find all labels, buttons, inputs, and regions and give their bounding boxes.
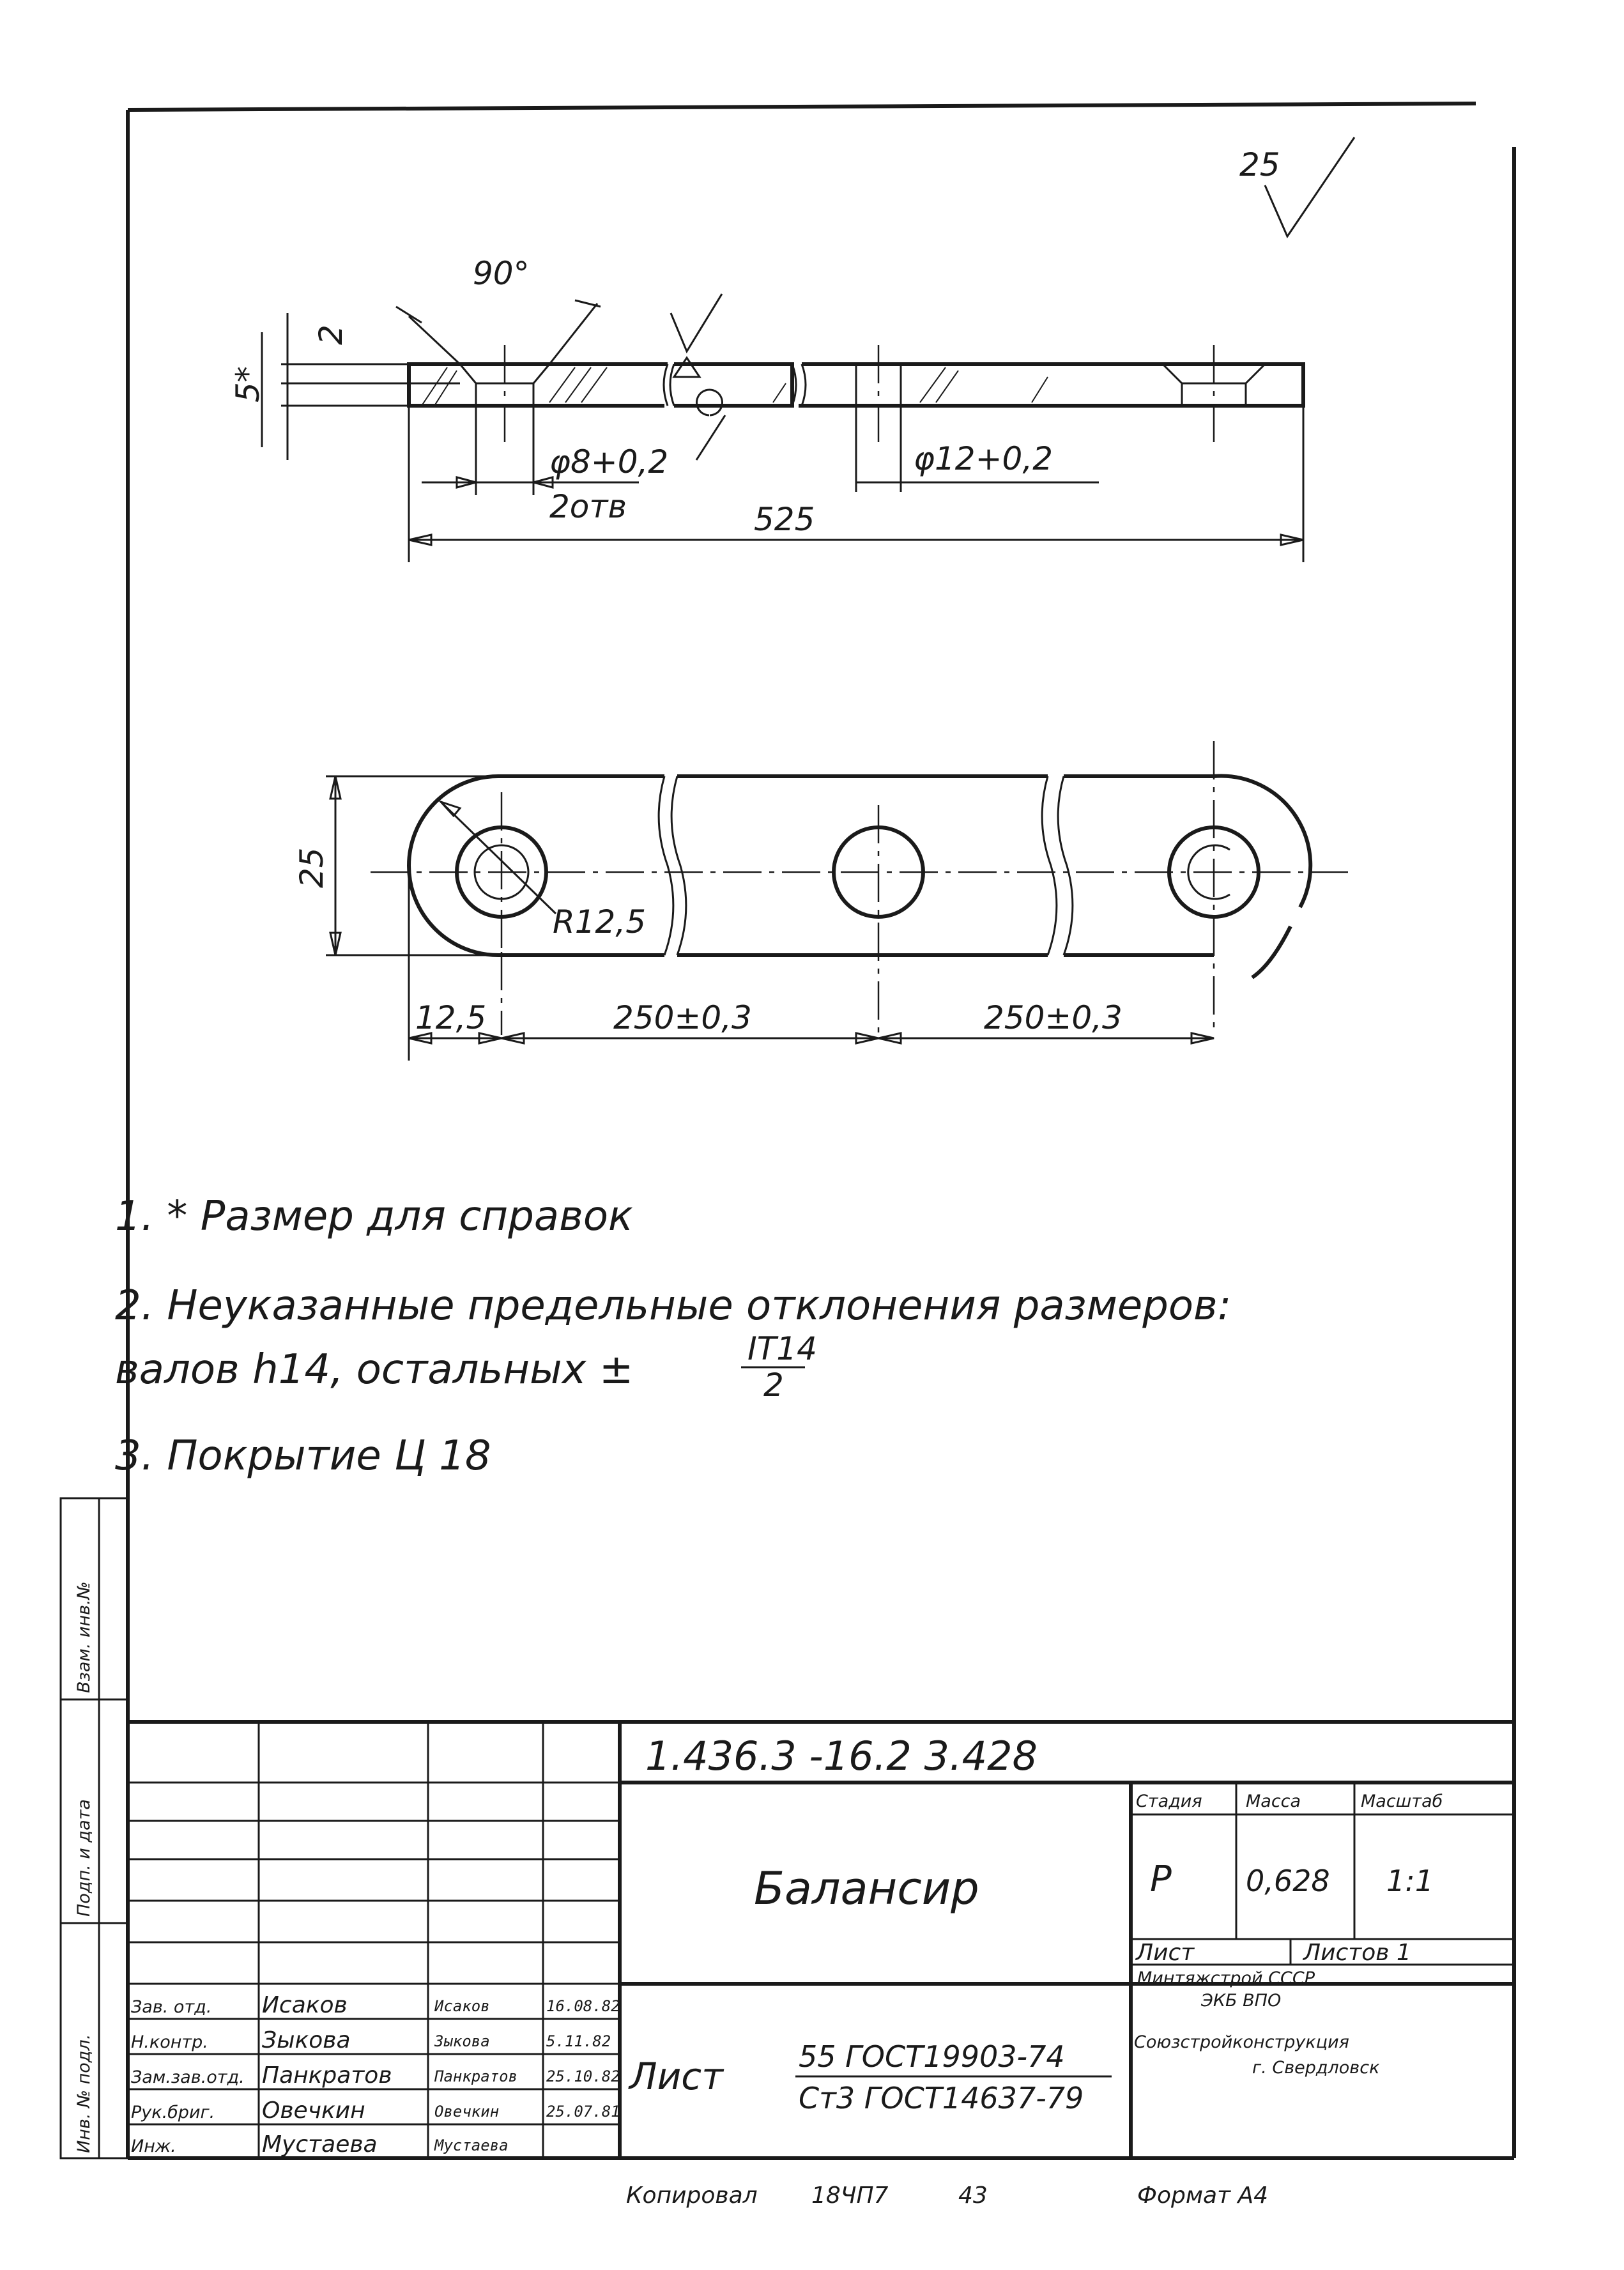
tb-role-1: Зав. отд. (131, 1997, 211, 2017)
plan-view: R12,5 25 12,5 250±0,3 250±0,3 (293, 741, 1348, 1061)
tb-role-5: Инж. (131, 2136, 176, 2156)
dim-width: 25 (293, 847, 330, 888)
tb-sheets: Листов 1 (1302, 1940, 1411, 1966)
dim-end-radius: R12,5 (553, 903, 646, 940)
tb-material-bottom: Ст3 ГОСТ14637-79 (799, 2081, 1084, 2115)
tb-role-4: Рук.бриг. (131, 2103, 215, 2122)
footer-format: Формат А4 (1137, 2182, 1268, 2209)
tb-org-4: г. Свердловск (1252, 2058, 1380, 2078)
tb-signature-5: Мустаева (434, 2136, 509, 2154)
dim-pitch-1: 250±0,3 (613, 999, 752, 1036)
dim-small-hole-count: 2отв (549, 488, 627, 525)
side-stamp: Инв. № подл. Подп. и дата Взам. инв.№ (59, 1497, 129, 2159)
tb-org-1: Минтяжстрой СССР (1137, 1968, 1315, 1988)
drawing-frame (126, 102, 1516, 2160)
roughness-symbol-general: 25 (1239, 137, 1356, 239)
tb-header-scale: Масштаб (1361, 1791, 1443, 1811)
dim-countersink-depth: 2 (312, 325, 349, 345)
tb-part-name: Балансир (754, 1862, 979, 1915)
tb-signature-4: Овечкин (434, 2103, 499, 2120)
dim-overall-length: 525 (754, 501, 815, 538)
tb-name-3: Панкратов (262, 2062, 392, 2089)
tb-name-1: Исаков (262, 1992, 348, 2018)
tb-stage: Р (1150, 1859, 1172, 1900)
dim-thickness: 5* (229, 366, 266, 403)
title-block: Зав. отд. Н.контр. Зам.зав.отд. Рук.бриг… (128, 1720, 1514, 2158)
note-2-line-2: валов h14, остальных ± (115, 1346, 633, 1393)
tb-header-stage: Стадия (1136, 1791, 1202, 1811)
tb-date-4: 25.07.81 (546, 2103, 620, 2120)
tb-org-3: Союзстройконструкция (1134, 2032, 1349, 2052)
roughness-value: 25 (1239, 146, 1280, 183)
tb-name-5: Мустаева (262, 2131, 378, 2158)
dim-end-offset: 12,5 (415, 999, 486, 1036)
note-3: 3. Покрытие Ц 18 (115, 1432, 491, 1480)
side-view: 90° 2 5* φ8+0,2 2отв φ12+0,2 525 (229, 255, 1305, 562)
tb-mass: 0,628 (1246, 1864, 1330, 1898)
tb-role-3: Зам.зав.отд. (131, 2067, 245, 2087)
note-2-fraction-denominator: 2 (763, 1367, 784, 1404)
footer-copied-label: Копировал (626, 2182, 758, 2209)
tb-material-top: 55 ГОСТ19903-74 (799, 2039, 1065, 2074)
footer-copy-number-2: 43 (958, 2182, 988, 2209)
tb-org-2: ЭКБ ВПО (1200, 1991, 1281, 2011)
dim-countersink-angle: 90° (473, 255, 530, 292)
technical-notes: 1. * Размер для справок 2. Неуказанные п… (115, 1193, 1231, 1480)
tb-date-1: 16.08.82 (546, 1997, 620, 2015)
note-2-line-1: 2. Неуказанные предельные отклонения раз… (115, 1282, 1231, 1330)
dim-pitch-2: 250±0,3 (984, 999, 1122, 1036)
tb-role-2: Н.контр. (131, 2032, 208, 2052)
footer-copy-number: 18ЧП7 (811, 2182, 889, 2209)
tb-name-4: Овечкин (262, 2097, 365, 2124)
tb-signature-1: Исаков (434, 1997, 490, 2015)
tb-name-2: Зыкова (262, 2027, 351, 2053)
note-2-fraction-numerator: IT14 (747, 1330, 817, 1367)
side-stamp-inv-original: Инв. № подл. (74, 2034, 94, 2153)
side-stamp-sign-date: Подп. и дата (74, 1799, 94, 1917)
tb-date-3: 25.10.82 (546, 2067, 620, 2085)
tb-designation: 1.436.3 -16.2 3.428 (645, 1733, 1038, 1779)
tb-scale: 1:1 (1386, 1864, 1434, 1898)
tb-header-mass: Масса (1246, 1791, 1301, 1811)
tb-material-prefix: Лист (628, 2055, 724, 2098)
dim-large-hole: φ12+0,2 (914, 440, 1053, 477)
tb-sheet: Лист (1135, 1940, 1195, 1966)
tb-signature-3: Панкратов (434, 2067, 517, 2085)
sheet-footer: Копировал 18ЧП7 43 Формат А4 (626, 2182, 1268, 2209)
tb-date-2: 5.11.82 (546, 2032, 611, 2050)
tb-signature-2: Зыкова (434, 2032, 490, 2050)
dim-small-hole: φ8+0,2 (549, 443, 668, 480)
note-1: 1. * Размер для справок (115, 1193, 633, 1240)
side-stamp-replacement-inv: Взам. инв.№ (74, 1581, 94, 1693)
